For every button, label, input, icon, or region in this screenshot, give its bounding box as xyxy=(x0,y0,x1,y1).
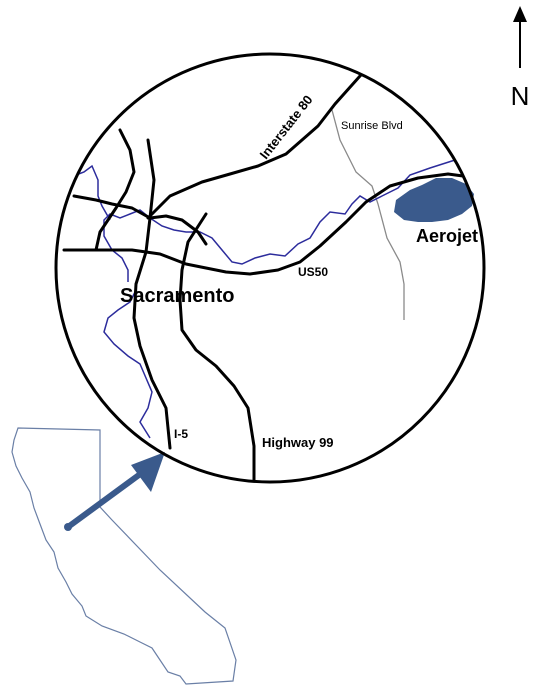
highway-99-label: Highway 99 xyxy=(262,435,334,450)
us50-road xyxy=(62,172,480,276)
north-label: N xyxy=(511,81,530,111)
sacramento-label: Sacramento xyxy=(120,285,235,307)
upper-west-road xyxy=(148,214,208,246)
sunrise-blvd-road xyxy=(331,109,405,320)
locator-arrow-head xyxy=(131,452,165,492)
i5-road xyxy=(132,138,172,450)
american-river xyxy=(103,119,471,282)
i5-label: I-5 xyxy=(174,427,188,441)
sacramento-river xyxy=(75,164,153,439)
us50-label: US50 xyxy=(298,265,328,279)
sunrise-blvd-label: Sunrise Blvd xyxy=(341,120,403,132)
north-arrow-head xyxy=(513,6,527,22)
map-circle xyxy=(54,52,486,484)
california-outline xyxy=(11,427,237,685)
interstate-80-road xyxy=(146,54,390,220)
northern-arc-road xyxy=(72,194,152,220)
locator-arrow-shaft xyxy=(65,469,146,530)
aerojet-site xyxy=(394,178,474,222)
highway-99-road xyxy=(178,212,256,482)
local-connector-road xyxy=(94,128,136,252)
interstate-80-label: Interstate 80 xyxy=(257,92,316,162)
aerojet-label: Aerojet xyxy=(416,226,478,246)
